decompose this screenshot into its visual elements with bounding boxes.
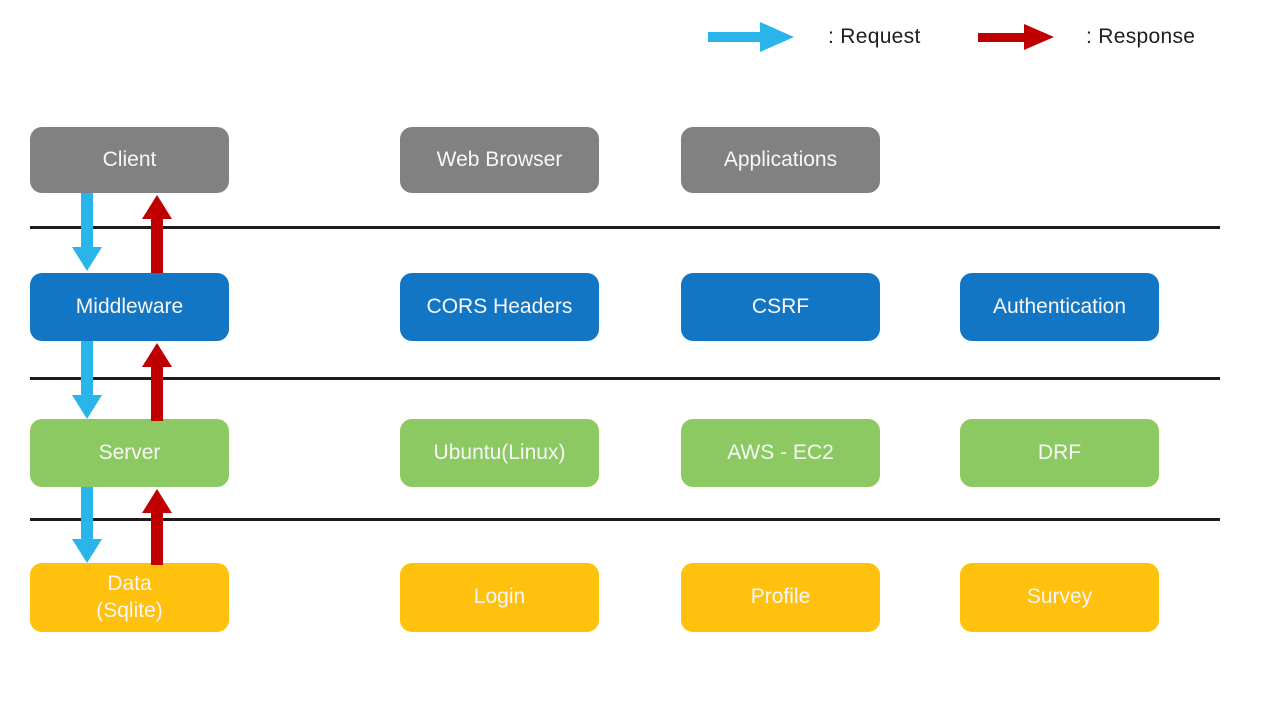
box-csrf: CSRF [681,273,880,341]
legend-request: : Request [708,22,921,52]
response-flow-arrow-3 [142,489,172,565]
box-web-browser: Web Browser [400,127,599,193]
box-login: Login [400,563,599,632]
box-data-sqlite: Data (Sqlite) [30,563,229,632]
request-flow-arrow-1 [72,193,102,271]
legend-request-label: : Request [828,25,921,48]
request-flow-arrow-2 [72,341,102,419]
box-aws-ec2: AWS - EC2 [681,419,880,487]
box-drf: DRF [960,419,1159,487]
legend-response-label: : Response [1086,25,1196,48]
box-applications: Applications [681,127,880,193]
box-middleware: Middleware [30,273,229,341]
response-flow-arrow-2 [142,343,172,421]
box-authentication: Authentication [960,273,1159,341]
box-server: Server [30,419,229,487]
box-ubuntu-linux: Ubuntu(Linux) [400,419,599,487]
box-cors-headers: CORS Headers [400,273,599,341]
request-flow-arrow-3 [72,487,102,563]
layer-separator-2 [30,377,1220,380]
layer-separator-1 [30,226,1220,229]
box-survey: Survey [960,563,1159,632]
response-arrow-icon [978,22,1054,52]
box-client: Client [30,127,229,193]
legend-response: : Response [978,22,1195,52]
box-profile: Profile [681,563,880,632]
layer-separator-3 [30,518,1220,521]
response-flow-arrow-1 [142,195,172,273]
request-arrow-icon [708,22,794,52]
